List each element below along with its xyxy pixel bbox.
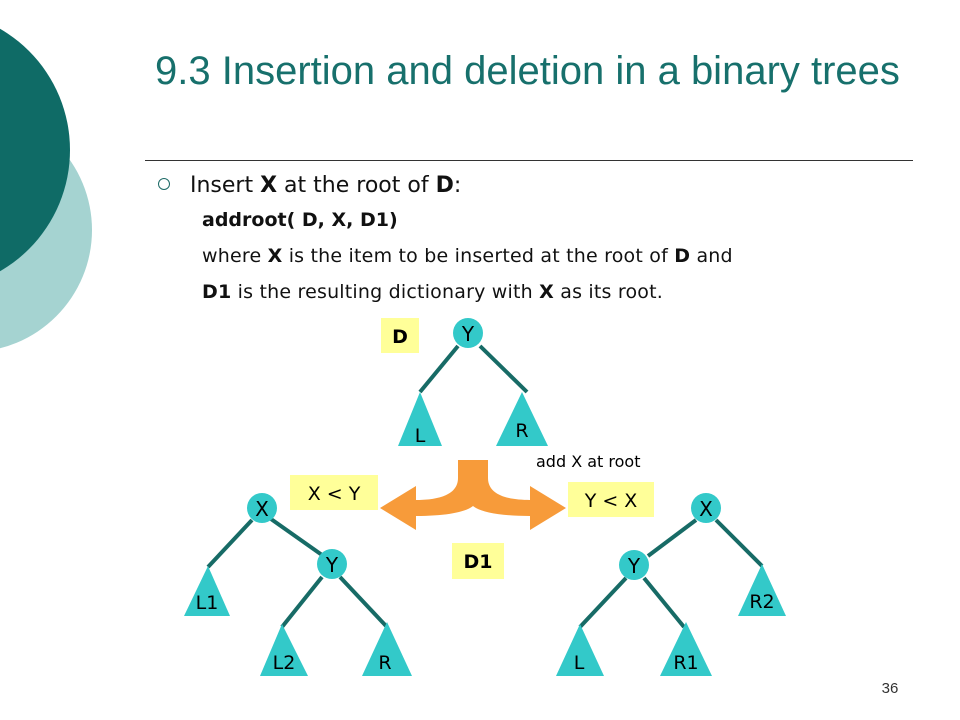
desc-part: is the item to be inserted at the root o… xyxy=(282,245,675,267)
desc-d1: D1 xyxy=(202,281,232,303)
node-left-y-label: Y xyxy=(325,553,339,577)
edge-right-y-left xyxy=(578,576,628,629)
bullet-x: X xyxy=(260,173,278,198)
label-d: D xyxy=(392,326,408,348)
edge-right-root-left xyxy=(646,518,698,558)
node-right-y xyxy=(619,550,649,580)
label-y-less-x: Y < X xyxy=(584,490,638,512)
desc-part: and xyxy=(690,245,733,267)
subtree-top-left xyxy=(398,392,442,446)
subtree-left-l2-label: L2 xyxy=(273,652,296,674)
subtree-left-r-label: R xyxy=(378,652,391,674)
label-box-d xyxy=(381,318,419,353)
title-divider xyxy=(145,160,913,161)
edge-left-root-left xyxy=(206,518,254,569)
subtree-right-r2 xyxy=(738,564,786,616)
node-right-root-label: X xyxy=(699,497,713,521)
slide-title: 9.3 Insertion and deletion in a binary t… xyxy=(155,49,900,93)
bullet-d: D xyxy=(435,173,454,198)
add-root-label: add X at root xyxy=(536,452,641,471)
desc-x: X xyxy=(539,281,554,303)
bullet-circle-icon xyxy=(158,178,170,190)
edge-top-left xyxy=(418,344,460,394)
node-top-root-label: Y xyxy=(461,322,475,346)
label-box-x-less-y xyxy=(290,475,378,510)
slide-number: 36 xyxy=(881,680,899,697)
addroot-signature: addroot( D, X, D1) xyxy=(202,209,398,231)
split-arrow-shape xyxy=(380,460,566,530)
description-line-1: where X is the item to be inserted at th… xyxy=(202,244,733,268)
label-box-y-less-x xyxy=(568,482,654,517)
desc-part: as its root. xyxy=(554,281,664,303)
node-left-root-label: X xyxy=(255,497,269,521)
bullet-text-part: Insert xyxy=(190,173,261,198)
right-tree: X R2 Y L R1 xyxy=(556,493,786,676)
top-tree: Y L R xyxy=(398,318,548,447)
bullet-text-part: : xyxy=(453,173,462,198)
subtree-right-r2-label: R2 xyxy=(749,591,774,613)
subtree-left-l1 xyxy=(184,566,230,616)
edge-left-root-right xyxy=(269,517,324,557)
split-arrow xyxy=(380,460,566,530)
subtree-left-l2 xyxy=(260,624,308,676)
edge-left-y-right xyxy=(338,575,389,629)
subtree-left-l1-label: L1 xyxy=(196,592,219,614)
desc-d: D xyxy=(674,245,691,267)
edge-right-root-right xyxy=(714,518,764,568)
desc-part: is the resulting dictionary with xyxy=(231,281,540,303)
subtree-right-r1-label: R1 xyxy=(673,652,698,674)
node-right-root xyxy=(691,493,721,523)
desc-part: where xyxy=(202,245,268,267)
label-box-d1 xyxy=(452,543,504,579)
node-top-root xyxy=(453,318,483,348)
node-left-root xyxy=(247,493,277,523)
node-left-y xyxy=(317,549,347,579)
desc-x: X xyxy=(267,245,283,267)
description-line-2: D1 is the resulting dictionary with X as… xyxy=(202,280,663,304)
subtree-top-right-label: R xyxy=(515,420,528,442)
left-tree: X L1 Y L2 R xyxy=(184,493,412,676)
label-x-less-y: X < Y xyxy=(308,483,361,505)
bullet-text-part: at the root of xyxy=(277,173,436,198)
subtree-left-r xyxy=(362,622,412,676)
bullet-insert-text: Insert X at the root of D: xyxy=(190,172,461,200)
label-d1: D1 xyxy=(464,551,493,573)
subtree-top-right xyxy=(496,392,548,446)
edge-top-right xyxy=(478,344,529,394)
decor-circle-dark xyxy=(0,28,70,272)
subtree-right-l xyxy=(556,624,604,676)
edge-left-y-left xyxy=(280,575,324,629)
subtree-right-r1 xyxy=(660,622,712,676)
subtree-right-l-label: L xyxy=(574,652,585,674)
node-right-y-label: Y xyxy=(627,554,641,578)
edge-right-y-right xyxy=(642,576,686,629)
subtree-top-left-label: L xyxy=(415,425,426,447)
